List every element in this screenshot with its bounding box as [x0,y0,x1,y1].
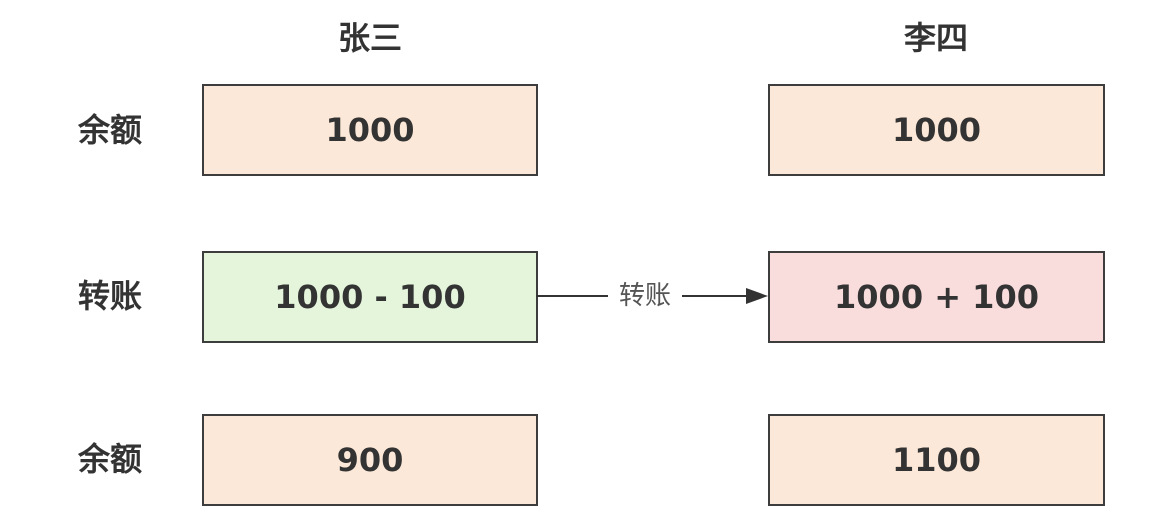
lisi-balance-after-box: 1100 [768,414,1105,506]
zhangsan-transfer-value: 1000 - 100 [274,278,466,316]
column-header-zhangsan: 张三 [337,19,402,57]
zhangsan-transfer-box: 1000 - 100 [202,251,538,343]
row-label-balance-before: 余额 [77,111,142,149]
row-label-balance-after: 余额 [77,440,142,478]
transfer-arrow-label: 转账 [608,280,682,312]
zhangsan-balance-before-box: 1000 [202,84,538,176]
row-label-transfer: 转账 [77,277,142,315]
lisi-balance-before-box: 1000 [768,84,1105,176]
zhangsan-balance-before-value: 1000 [325,111,415,149]
transfer-arrow-head [746,288,768,304]
lisi-transfer-value: 1000 + 100 [834,278,1039,316]
lisi-balance-after-value: 1100 [891,441,982,479]
column-header-lisi: 李四 [903,19,968,57]
zhangsan-balance-after-box: 900 [202,414,538,506]
lisi-transfer-box: 1000 + 100 [768,251,1105,343]
lisi-balance-before-value: 1000 [891,111,982,149]
zhangsan-balance-after-value: 900 [336,441,404,479]
